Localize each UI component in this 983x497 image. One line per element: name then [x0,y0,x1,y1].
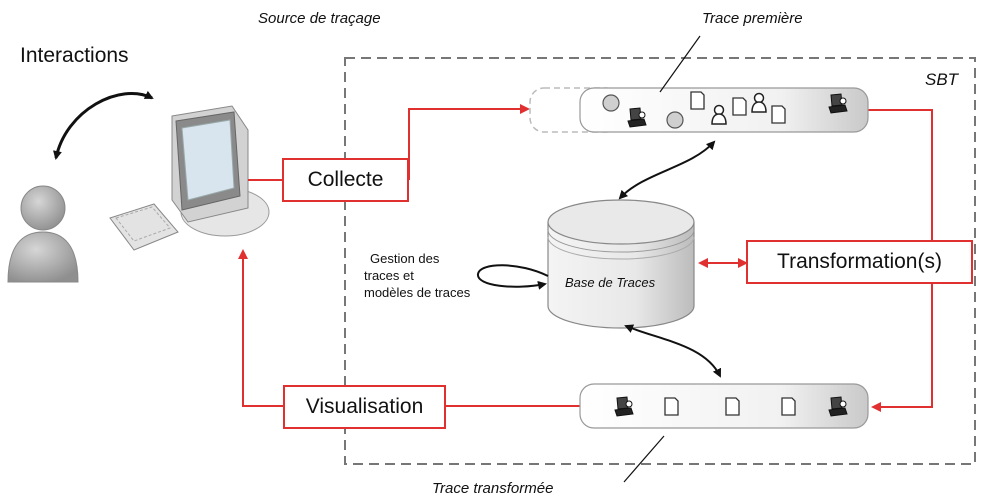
observer-icon [627,107,647,128]
collecte-label: Collecte [307,168,384,191]
transformation-box[interactable]: Transformation(s) [746,240,973,284]
gestion-label: Gestion des traces et modèles de traces [364,250,470,301]
trace-transformee-label: Trace transformée [432,480,554,497]
document-icon [725,397,740,416]
gestion-line-3: modèles de traces [364,285,471,300]
trace-premiere-icons [602,91,848,129]
interactions-label: Interactions [20,44,129,67]
connector-visualisation-computer [238,249,283,407]
observer-icon [828,93,848,114]
connector-collecte-trace [408,104,530,180]
trace-premiere-label: Trace première [702,10,803,27]
visualisation-box[interactable]: Visualisation [283,385,446,429]
observer-icon [828,396,848,417]
trace-transformee-icons [614,396,848,417]
person-icon [711,104,727,125]
base-de-traces-label: Base de Traces [565,275,656,290]
document-icon [664,397,679,416]
source-label: Source de traçage [258,10,381,27]
visualisation-label: Visualisation [305,395,424,418]
transformation-label: Transformation(s) [777,250,942,273]
interactions-arrow [53,90,154,160]
base-de-traces-cylinder [547,199,695,329]
person-icon [751,92,767,113]
document-icon [781,397,796,416]
document-icon [690,91,705,110]
gestion-loop-arrow [477,264,549,290]
gestion-line-2: traces et [364,268,414,283]
trace-transformee-bar [579,383,869,429]
gestion-line-1: Gestion des [370,251,440,266]
connector-trace-transformation [868,109,933,240]
document-icon [732,97,747,116]
collecte-box[interactable]: Collecte [282,158,409,202]
document-icon [771,105,786,124]
arrow-trace-base [618,140,716,200]
circle-icon [602,94,620,112]
leader-trace-premiere [659,35,701,93]
arrow-base-trace [624,324,721,378]
computer-icon [109,105,270,251]
user-person-icon [7,185,79,283]
observer-icon [614,396,634,417]
sbt-label: SBT [925,70,959,89]
connector-transformation-trace [871,282,933,412]
circle-icon [666,111,684,129]
leader-trace-transformee [623,435,665,483]
sbt-frame [344,57,976,465]
